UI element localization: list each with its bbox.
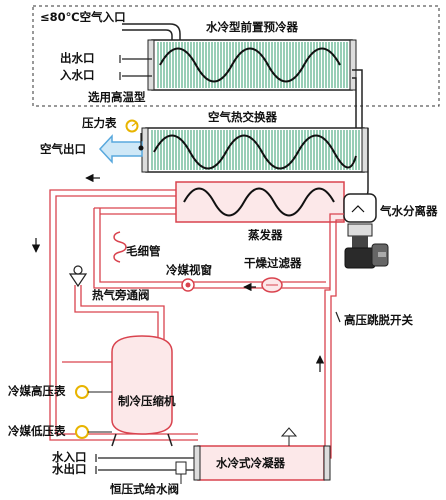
label-constant-pressure-valve: 恒压式给水阀	[110, 482, 179, 496]
label-water-outlet-bottom: 水出口	[52, 462, 87, 476]
air-outlet-arrow	[98, 134, 143, 164]
label-air-heat-exchanger: 空气热交换器	[208, 110, 277, 124]
label-water-separator: 气水分离器	[380, 204, 438, 218]
water-separator-icon	[343, 128, 389, 269]
refrigerant-low-gauge-icon	[75, 425, 112, 439]
label-air-inlet: ≤80℃空气入口	[40, 10, 126, 24]
evaporator-coil	[183, 187, 335, 217]
refrigerant-high-gauge-icon	[75, 385, 112, 399]
label-hot-gas-bypass: 热气旁通阀	[92, 288, 150, 302]
air-inlet-pipe	[122, 23, 181, 40]
label-water-outlet-top: 出水口	[60, 51, 95, 65]
pressure-gauge-icon	[125, 119, 144, 151]
label-high-temp-option: 选用高温型	[88, 90, 146, 104]
label-water-inlet-bottom: 水入口	[52, 450, 87, 464]
label-capillary: 毛细管	[126, 244, 161, 258]
hot-gas-bypass-valve-icon	[68, 265, 88, 288]
precooler-coil	[159, 47, 341, 83]
label-drier-filter: 干燥过滤器	[244, 256, 302, 270]
drier-filter-icon	[261, 277, 283, 293]
label-water-inlet-top: 入水口	[60, 68, 95, 82]
evaporator	[175, 181, 345, 223]
label-refrigerant-low-gauge: 冷媒低压表	[8, 424, 66, 438]
refrigerant-loop	[49, 189, 344, 459]
constant-pressure-valve-icon	[175, 461, 187, 484]
water-cooled-condenser	[193, 445, 331, 481]
precooler-heat-exchanger	[147, 39, 357, 91]
label-air-outlet: 空气出口	[40, 142, 86, 156]
exchanger-coil	[153, 134, 357, 170]
compressor-icon	[111, 335, 173, 447]
flow-arrows	[31, 173, 325, 372]
condenser-top-valve-icon	[280, 427, 298, 446]
label-sight-glass: 冷媒视窗	[166, 263, 212, 277]
optional-precooler-box	[32, 5, 440, 107]
label-water-precooler: 水冷型前置预冷器	[206, 20, 298, 34]
label-refrigerant-high-gauge: 冷媒高压表	[8, 384, 66, 398]
capillary-tube-icon	[113, 231, 127, 263]
label-compressor: 制冷压缩机	[118, 394, 176, 408]
label-water-condenser: 水冷式冷凝器	[216, 456, 285, 470]
label-evaporator: 蒸发器	[248, 228, 283, 242]
label-high-pressure-switch: 高压跳脱开关	[344, 313, 413, 327]
high-pressure-switch-icon	[335, 311, 341, 323]
precooler-to-exchanger-pipe	[352, 69, 363, 128]
label-pressure-gauge: 压力表	[82, 116, 117, 130]
sight-glass-icon	[181, 278, 195, 292]
precooler-water-lines	[122, 58, 152, 77]
air-heat-exchanger	[141, 127, 369, 173]
